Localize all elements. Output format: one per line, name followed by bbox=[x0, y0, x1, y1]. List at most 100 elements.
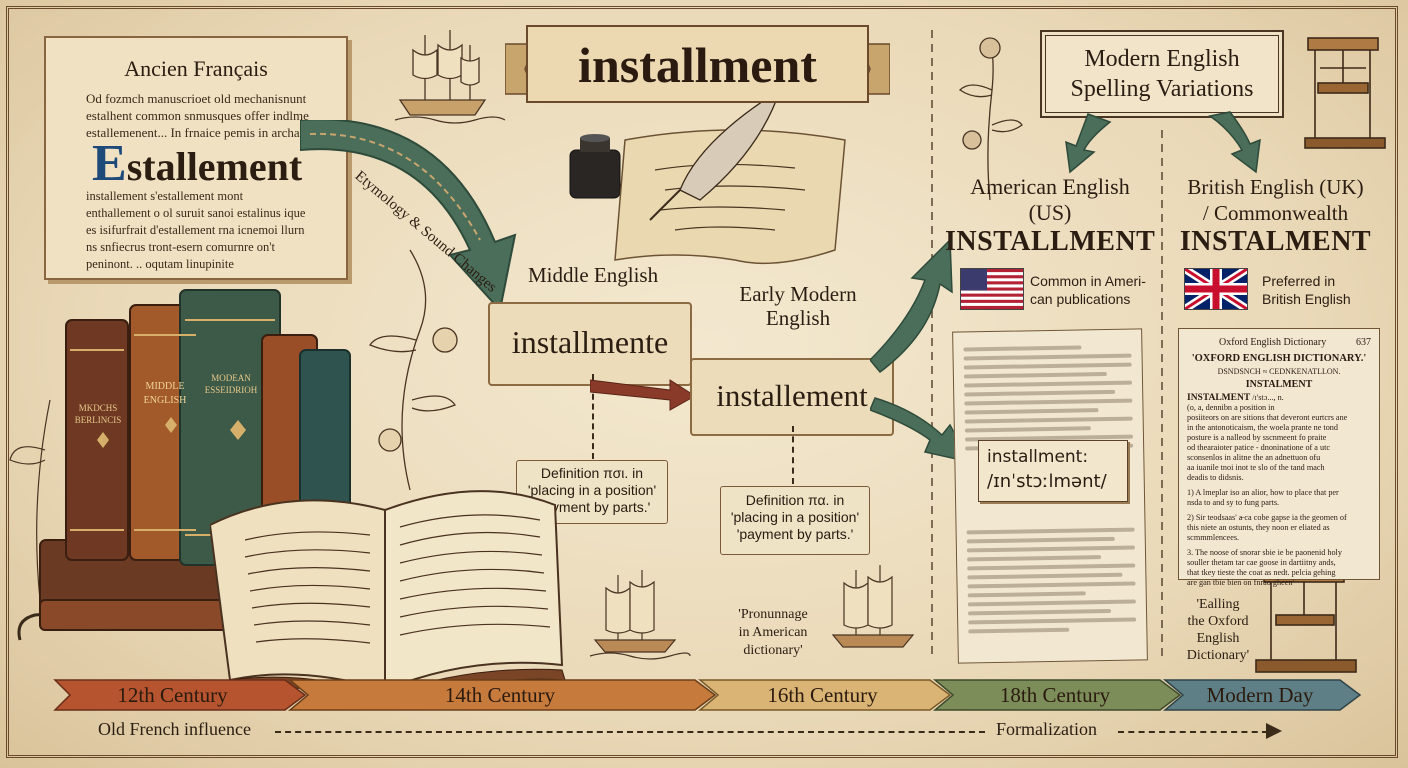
pronunciation-ipa: /ɪnˈstɔːlmənt/ bbox=[987, 471, 1107, 492]
label-line: Early Modern bbox=[739, 282, 857, 306]
uk-flag-icon bbox=[1184, 268, 1248, 310]
label-line: American English bbox=[970, 174, 1130, 199]
ship-icon-3 bbox=[831, 565, 915, 648]
dictionary-line: 3. The noose of snorar sbie ie be paonen… bbox=[1187, 548, 1342, 557]
manuscript-line: installement s'estallement mont bbox=[86, 189, 244, 203]
dictionary-line: that tkey tieste the coat as nedt. pelci… bbox=[1187, 568, 1336, 577]
manuscript-word: stallement bbox=[126, 144, 303, 189]
dictionary-header: Oxford English Dictionary bbox=[1219, 337, 1327, 348]
book-spine-2: MIDDLE ENGLISH bbox=[132, 380, 198, 408]
timeline-text: 16th Century bbox=[767, 683, 878, 707]
spine-text: MKDCHS bbox=[78, 403, 118, 413]
pronunciation-word: installment: bbox=[987, 447, 1089, 467]
spine-text: MODEAN bbox=[211, 373, 251, 383]
timeline-text: 18th Century bbox=[999, 683, 1111, 707]
vine-icon bbox=[369, 249, 458, 491]
timeline-label-modern: Modern Day bbox=[1175, 680, 1345, 710]
spine-text: MIDDLE bbox=[145, 381, 185, 392]
pronunciation-card: installment: /ɪnˈstɔːlmənt/ bbox=[978, 440, 1128, 502]
connector-line-2 bbox=[792, 426, 794, 484]
dictionary-subtitle: DSNDSNCH ≈ CEDNKENATLLON. bbox=[1217, 367, 1341, 376]
timeline-segment-12th bbox=[53, 679, 307, 711]
british-spelling: INSTALMENT bbox=[1179, 226, 1372, 257]
middle-english-label: Middle English bbox=[528, 263, 659, 287]
dictionary-title: 'OXFORD ENGLISH DICTIONARY.' bbox=[1191, 353, 1367, 364]
manuscript-line: enthallement o ol suruit sanoi estalinus… bbox=[86, 206, 306, 220]
dictionary-ipa: /ɪ'stɔ..., n. bbox=[1252, 393, 1284, 402]
old-french-manuscript: Ancien Français Od fozmch manuscrioet ol… bbox=[44, 36, 348, 280]
old-french-influence-label: Old French influence bbox=[98, 719, 251, 739]
timeline-label-14th: 14th Century bbox=[300, 680, 700, 710]
leaf-icon bbox=[9, 399, 51, 601]
modern-box-line: Modern English bbox=[1084, 46, 1240, 72]
british-note: Preferred in British English bbox=[1262, 272, 1351, 308]
timeline-text: Modern Day bbox=[1206, 683, 1314, 707]
definition-line: 'payment by parts.' bbox=[533, 499, 651, 515]
dictionary-line: 2) Sir teodsaas' a̶ ca cobe gapse ia the… bbox=[1187, 513, 1347, 522]
timeline-text: 14th Century bbox=[444, 683, 556, 707]
caption-line: English bbox=[1196, 631, 1240, 646]
definition-line: 'placing in a position' bbox=[527, 482, 657, 498]
us-flag-icon bbox=[960, 268, 1024, 310]
british-label: British English (UK) / Commonwealth bbox=[1168, 174, 1383, 226]
timeline-segment-16th bbox=[697, 679, 952, 711]
definition-line: Definition πα. in bbox=[745, 492, 845, 508]
middle-english-word: installmente bbox=[511, 324, 669, 360]
timeline-segment-18th bbox=[932, 679, 1182, 711]
book-spine-3: MODEAN ESSEIDRIOH bbox=[184, 372, 278, 396]
dictionary-line: souller thetam tar cae goose in dartiitn… bbox=[1187, 558, 1336, 567]
early-modern-definition: Definition πα. in 'placing in a position… bbox=[720, 486, 870, 555]
oxford-caption: 'Ealling the Oxford English Dictionary' bbox=[1168, 596, 1268, 664]
progression-dashes bbox=[275, 731, 985, 733]
manuscript-line: es isifurfrait d'estallement rna icnemoi… bbox=[86, 223, 305, 237]
connector-line bbox=[592, 374, 594, 459]
timeline-label-18th: 18th Century bbox=[945, 680, 1165, 710]
label-line: / Commonwealth bbox=[1202, 201, 1349, 225]
early-modern-label: Early Modern English bbox=[728, 282, 868, 330]
dictionary-line: nsda to and sy to fung parts. bbox=[1187, 498, 1280, 507]
note-line: British English bbox=[1262, 291, 1351, 307]
dictionary-line: scmmmlencees. bbox=[1187, 533, 1240, 542]
title-block: installment bbox=[505, 14, 890, 114]
caption-line: 'Ealling bbox=[1196, 597, 1240, 612]
note-line: Common in Ameri- bbox=[1030, 273, 1146, 289]
manuscript-line: estallemenent... In frnaice pemis in arc… bbox=[86, 125, 310, 140]
dictionary-line: posture is a nalleod by sscnmeent fo pra… bbox=[1187, 433, 1327, 442]
dictionary-entry-title: INSTALMENT bbox=[1245, 379, 1313, 390]
note-line: Preferred in bbox=[1262, 273, 1336, 289]
caption-line: Dictionary' bbox=[1186, 648, 1250, 663]
caption-line: dictionary' bbox=[743, 643, 803, 658]
dictionary-page-number: 637 bbox=[1356, 337, 1371, 348]
formalization-label: Formalization bbox=[996, 719, 1097, 739]
caption-line: 'Pronunnage bbox=[738, 607, 808, 622]
dictionary-line: this niete an ostunts, they noon er elia… bbox=[1187, 523, 1330, 532]
spine-text: ESSEIDRIOH bbox=[204, 385, 258, 395]
dictionary-line: deadis to didsnis. bbox=[1187, 473, 1244, 482]
timeline-label-12th: 12th Century bbox=[60, 680, 285, 710]
definition-line: 'payment by parts.' bbox=[736, 526, 854, 542]
spine-text: ENGLISH bbox=[143, 395, 187, 406]
timeline-label-16th: 16th Century bbox=[710, 680, 935, 710]
definition-line: 'placing in a position' bbox=[730, 509, 860, 525]
spine-text: BERLINCIS bbox=[74, 415, 122, 425]
page-title: installment bbox=[578, 37, 817, 93]
progression-dashes-2 bbox=[1118, 731, 1268, 733]
timeline-text: 12th Century bbox=[117, 683, 228, 707]
manuscript-top-text: Od fozmch manuscrioet old mechanisnunt e… bbox=[86, 90, 336, 141]
american-note: Common in Ameri- can publications bbox=[1030, 272, 1146, 308]
modern-english-box: Modern English Spelling Variations bbox=[1040, 30, 1284, 118]
oxford-dictionary-page: Oxford English Dictionary 637 'OXFORD EN… bbox=[1178, 328, 1380, 587]
caption-line: the Oxford bbox=[1187, 614, 1249, 629]
manuscript-heading: Ancien Français bbox=[124, 56, 268, 81]
label-line: (US) bbox=[1028, 200, 1072, 225]
illuminated-initial: E bbox=[92, 135, 127, 192]
manuscript-line: ns snfiecrus tront-esern comurnre on't bbox=[86, 240, 276, 254]
ship-icon-2 bbox=[589, 570, 691, 660]
early-modern-word: installement bbox=[716, 378, 868, 413]
manuscript-drop-word: Estallement bbox=[92, 134, 302, 193]
title-banner bbox=[505, 25, 890, 103]
caption-line: in American bbox=[738, 625, 808, 640]
books-stack-illustration bbox=[39, 289, 351, 631]
